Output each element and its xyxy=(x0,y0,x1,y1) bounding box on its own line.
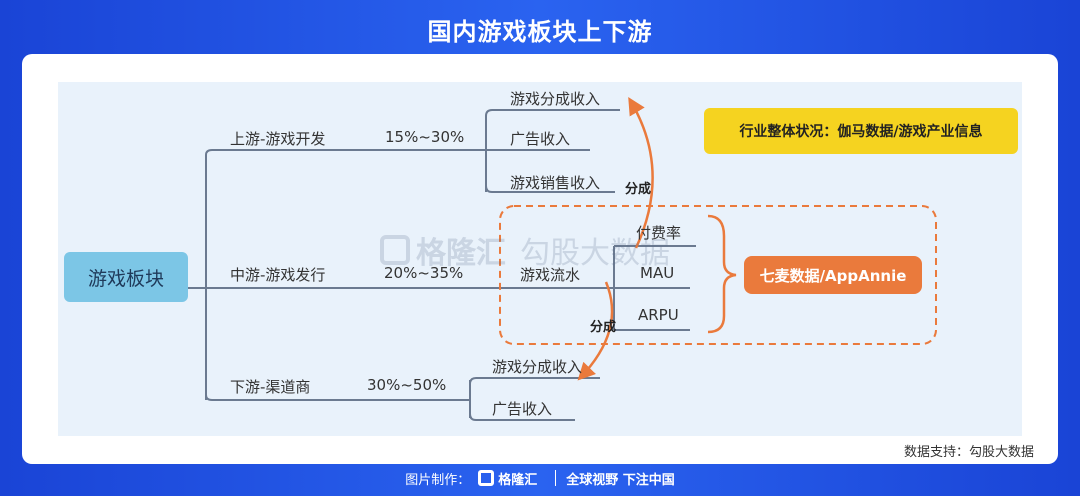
footer-made-by: 图片制作： xyxy=(405,472,471,488)
split-label-lower: 分成 xyxy=(590,320,617,335)
upstream-child: 游戏分成收入 xyxy=(510,90,601,108)
branch-downstream-share: 30%~50% xyxy=(367,376,447,394)
metric-item: ARPU xyxy=(638,306,679,324)
branch-midstream-share: 20%~35% xyxy=(384,264,464,282)
branch-upstream-share: 15%~30% xyxy=(385,128,465,146)
upstream-child: 游戏销售收入 xyxy=(510,174,601,192)
watermark: 格隆汇 勾股大数据 xyxy=(380,228,670,272)
upper-split-arrow xyxy=(628,96,654,249)
downstream-child: 游戏分成收入 xyxy=(492,358,583,376)
midstream-child: 游戏流水 xyxy=(520,266,581,284)
industry-note-box: 行业整体状况：伽马数据/游戏产业信息 xyxy=(704,108,1018,154)
data-source: 数据支持：勾股大数据 xyxy=(903,445,1034,460)
brand-logo-icon xyxy=(478,470,495,486)
dashed-frame xyxy=(499,205,937,345)
footer: 图片制作： 格隆汇 全球视野 下注中国 xyxy=(0,466,1080,490)
footer-brand-text: 格隆汇 xyxy=(498,472,538,488)
footer-brand: 格隆汇 xyxy=(478,469,537,488)
metrics-source-box: 七麦数据/AppAnnie xyxy=(744,256,922,294)
trunk-lower xyxy=(205,394,460,401)
metric-item: MAU xyxy=(640,264,675,282)
root-node: 游戏板块 xyxy=(64,252,188,302)
branch-downstream-label: 下游-渠道商 xyxy=(230,378,311,396)
trunk-upper xyxy=(205,149,470,156)
footer-divider xyxy=(555,470,557,486)
watermark-text: 勾股大数据 xyxy=(520,236,670,271)
footer-slogan: 全球视野 下注中国 xyxy=(566,472,675,488)
downstream-child: 广告收入 xyxy=(492,400,553,418)
split-label-upper: 分成 xyxy=(625,182,652,197)
branch-upstream-label: 上游-游戏开发 xyxy=(230,130,326,148)
watermark-logo-icon xyxy=(380,235,410,265)
page-title: 国内游戏板块上下游 xyxy=(427,18,653,46)
watermark-brand: 格隆汇 xyxy=(416,236,506,271)
metric-item: 付费率 xyxy=(636,224,682,242)
lower-split-arrow xyxy=(577,281,614,381)
upstream-child: 广告收入 xyxy=(510,130,571,148)
orange-brace xyxy=(707,214,737,334)
branch-midstream-label: 中游-游戏发行 xyxy=(230,266,326,284)
